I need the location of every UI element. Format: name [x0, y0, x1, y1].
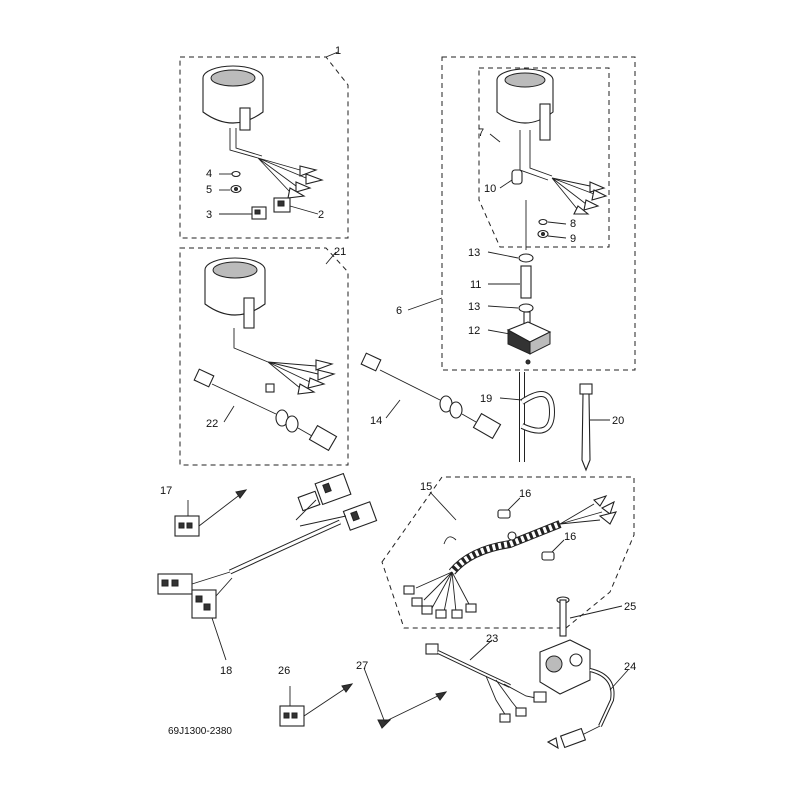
sender-harness-14: [360, 352, 502, 440]
group-box-1: [179, 56, 349, 239]
callout-16-upper: 16: [519, 488, 531, 500]
fuse-16-lower: [541, 551, 555, 561]
callout-15: 15: [420, 481, 432, 493]
callout-20: 20: [612, 415, 624, 427]
cable-tie-20: [579, 383, 593, 472]
fuse-16-upper: [497, 509, 511, 519]
callout-6: 6: [396, 305, 402, 317]
callout-7: 7: [478, 127, 484, 139]
callout-26: 26: [278, 665, 290, 677]
nut-5: [230, 184, 242, 194]
callout-10: 10: [484, 183, 496, 195]
washer-4: [231, 170, 241, 178]
callout-9: 9: [570, 233, 576, 245]
clip-13-upper: [518, 253, 534, 263]
callout-23: 23: [486, 633, 498, 645]
callout-11: 11: [470, 279, 481, 291]
callout-13-upper: 13: [468, 247, 480, 259]
callout-27: 27: [356, 660, 368, 672]
callout-4: 4: [206, 168, 212, 180]
clip-13-lower: [518, 303, 534, 313]
washer-8: [538, 218, 548, 226]
drawing-code: 69J1300-2380: [168, 726, 232, 737]
harness-15: [403, 495, 618, 619]
callout-22: 22: [206, 418, 218, 430]
group-box-15: [381, 476, 635, 629]
callout-13-lower: 13: [468, 301, 480, 313]
callout-2: 2: [318, 209, 324, 221]
plug-10: [511, 169, 523, 185]
callout-25: 25: [624, 601, 636, 613]
group-box-21: [179, 247, 349, 466]
switch-24: [539, 639, 615, 750]
sender-unit-12: [506, 311, 552, 365]
bolt-25: [556, 596, 570, 637]
harness-23: [425, 643, 547, 723]
callout-18: 18: [220, 665, 232, 677]
callout-8: 8: [570, 218, 576, 230]
callouts: 1 4 5 3 2 21 22 14 7 10 8 9 13 11 13 12 …: [160, 45, 636, 677]
callout-1: 1: [335, 45, 341, 57]
cap-3: [251, 206, 267, 220]
callout-19: 19: [480, 393, 492, 405]
tube-11: [520, 265, 532, 299]
sender-harness-22: [193, 368, 338, 452]
callout-3: 3: [206, 209, 212, 221]
group-box-7: [478, 67, 610, 248]
leader-lines: [187, 51, 629, 729]
gauge-assembly-1: [202, 65, 324, 199]
callout-16-lower: 16: [564, 531, 576, 543]
callout-24: 24: [624, 661, 636, 673]
nut-9: [537, 229, 549, 239]
group-box-6: [441, 56, 636, 371]
gauge-assembly-21: [204, 257, 336, 395]
callout-17: 17: [160, 485, 172, 497]
callout-12: 12: [468, 325, 480, 337]
cap-2: [273, 197, 291, 213]
connector-cap-26: [279, 705, 305, 727]
main-harness-18: [157, 472, 378, 619]
hose-19: [519, 372, 556, 462]
callout-14: 14: [370, 415, 382, 427]
callout-21: 21: [334, 246, 346, 258]
gauge-assembly-7: [496, 68, 608, 215]
connector-cap-17: [174, 515, 200, 537]
callout-5: 5: [206, 184, 212, 196]
